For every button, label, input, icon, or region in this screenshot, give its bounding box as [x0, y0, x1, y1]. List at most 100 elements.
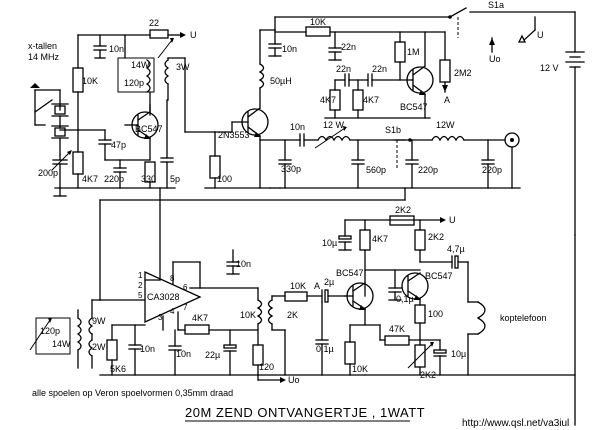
switch-s1a-label: S1a — [488, 0, 504, 10]
coil-12w-2-label: 12W — [436, 120, 455, 130]
cap-220p-a-label: 220p — [104, 174, 124, 184]
rx-u-label: U — [449, 215, 456, 225]
ic-pin-1: 1 — [138, 271, 143, 280]
rx-coil-14w-label: 14W — [52, 339, 71, 349]
resistor-4k7-osc-label: 4K7 — [82, 174, 98, 184]
resistor-2m2 — [439, 59, 451, 83]
receiver-section: 120p 14W 9W 2W 5K6 10n CA3028 1 2 3 — [29, 187, 576, 385]
resistor-10k-sw — [305, 26, 331, 37]
resistor-100-pa-label: 100 — [217, 174, 232, 184]
ic-pin-7: 7 — [183, 303, 188, 312]
crystal-label-1: x-tallen — [28, 41, 57, 51]
resistor-10k-left-label: 10K — [82, 76, 98, 86]
rx-uo-label: Uo — [288, 375, 300, 385]
ic-pin-5: 5 — [138, 291, 143, 300]
transistor-q3-label: BC547 — [400, 102, 428, 112]
rx-resistor-10k-label: 10K — [240, 310, 256, 320]
resistor-100-rx-label: 100 — [428, 309, 443, 319]
resistor-22-label: 22 — [149, 18, 159, 28]
switch-s1b-label: S1b — [385, 125, 401, 135]
cap-5p-label: 5p — [170, 174, 180, 184]
rx-cap-10u-b-label: 10µ — [451, 349, 466, 359]
resistor-1m-label: 1M — [407, 47, 420, 57]
resistor-10k-sw-label: 10K — [310, 17, 326, 27]
transistor-2n3553-label: 2N3553 — [218, 130, 250, 140]
ic-pin-6: 6 — [183, 283, 188, 292]
rx-coil-14w — [76, 317, 82, 351]
schematic-title: 20M ZEND ONTVANGERTJE , 1WATT — [185, 405, 425, 420]
node-a-label-rx: A — [314, 281, 320, 291]
rx-cap-10u-a-label: 10µ — [322, 238, 337, 248]
rx-coil-2w — [88, 339, 94, 357]
winding-note: alle spoelen op Veron spoelvormen 0,35mm… — [32, 388, 233, 398]
resistor-5k6-label: 5K6 — [110, 364, 126, 374]
crystal-2 — [54, 127, 66, 137]
rx-cap-10n-a-label: 10n — [140, 344, 155, 354]
coil-3w-label: 3W — [176, 62, 190, 72]
headphone-icon — [476, 301, 486, 335]
headphone-label: koptelefoon — [500, 313, 547, 323]
resistor-1m — [394, 41, 406, 63]
resistor-4k7-sw-b-label: 4K7 — [363, 95, 379, 105]
switch-s1a-blade — [449, 7, 467, 18]
cap-220p-b-label: 220p — [418, 165, 438, 175]
rx-coil-9w-label: 9W — [92, 316, 106, 326]
rx-transformer-primary — [256, 299, 263, 325]
u-top-label: U — [190, 30, 197, 40]
resistor-4k7-rx-b-label: 4K7 — [372, 234, 388, 244]
cap-22n-b-label: 22n — [336, 64, 351, 74]
resistor-4k7-rx-label: 4K7 — [192, 313, 208, 323]
coil-3w — [164, 59, 170, 85]
rx-coil-2w-label: 2W — [92, 342, 106, 352]
resistor-4k7-rx — [184, 324, 210, 335]
crystal-1 — [54, 105, 66, 115]
resistor-4k7-osc — [72, 151, 84, 175]
resistor-5k6 — [106, 339, 118, 361]
rx-cap-2u-label: 2µ — [324, 277, 334, 287]
cap-220p-c-label: 220p — [482, 165, 502, 175]
cap-10n-top-label: 10n — [109, 44, 124, 54]
resistor-47k-label: 47K — [389, 324, 405, 334]
cap-47p-label: 47p — [111, 140, 126, 150]
rx-cap-10n-c-label: 10n — [176, 349, 191, 359]
resistor-2k2-b — [414, 229, 426, 251]
rx-cap-120p-label: 120p — [40, 326, 60, 336]
switch-transistor-section: 10K 22n 1M 22n 22n 4K7 4K7 — [274, 17, 472, 119]
ic-ca3028-label: CA3028 — [147, 292, 180, 302]
resistor-22 — [149, 29, 169, 39]
resistor-47k — [384, 335, 410, 346]
resistor-120-label: 120 — [259, 362, 274, 372]
source-url: http://www.qsl.net/va3iul — [462, 418, 569, 429]
rx-cap-01u-a-label: 0,1µ — [316, 344, 334, 354]
cap-10n-pa-decouple-label: 10n — [282, 44, 297, 54]
resistor-10k-rx-b — [344, 341, 356, 365]
rx-cap-22u-label: 22µ — [205, 350, 220, 360]
rx-coil-9w — [88, 317, 94, 335]
coil-12w-2 — [431, 135, 465, 142]
resistor-2k2-top-label: 2K2 — [395, 205, 411, 215]
rx-cap-47u-label: 4,7µ — [447, 244, 465, 254]
supply-section: S1a U Uo 12 V — [274, 0, 585, 426]
oscillator-section: x-tallen 14 MHz 22 U 10K 10n 14W 120p — [28, 18, 232, 197]
rx-transformer-2k-label: 2K — [287, 310, 298, 320]
resistor-10k-rx-in — [284, 291, 308, 302]
cap-560p-label: 560p — [366, 165, 386, 175]
coil-12w-1-label: 12 W — [323, 120, 345, 130]
crystal-label-2: 14 MHz — [28, 52, 60, 62]
resistor-10k-rx-b-label: 10K — [352, 364, 368, 374]
node-a-label-top: A — [444, 95, 450, 105]
coil-14w-label: 14W — [131, 60, 150, 70]
cap-120p-label: 120p — [124, 78, 144, 88]
cap-22n-c-label: 22n — [372, 64, 387, 74]
battery-voltage: 12 V — [540, 63, 559, 73]
rx-cap-10n-b-label: 10n — [236, 259, 251, 269]
resistor-330-label: 330 — [141, 174, 156, 184]
coil-14w — [145, 59, 151, 93]
resistor-4k7-sw-b — [352, 89, 364, 111]
choke-50uh — [258, 63, 265, 89]
transistor-q1-label: BC547 — [135, 124, 163, 134]
ic-pin-2: 2 — [138, 281, 143, 290]
resistor-10k-rx-in-label: 10K — [290, 281, 306, 291]
cap-330p-label: 330p — [281, 164, 301, 174]
